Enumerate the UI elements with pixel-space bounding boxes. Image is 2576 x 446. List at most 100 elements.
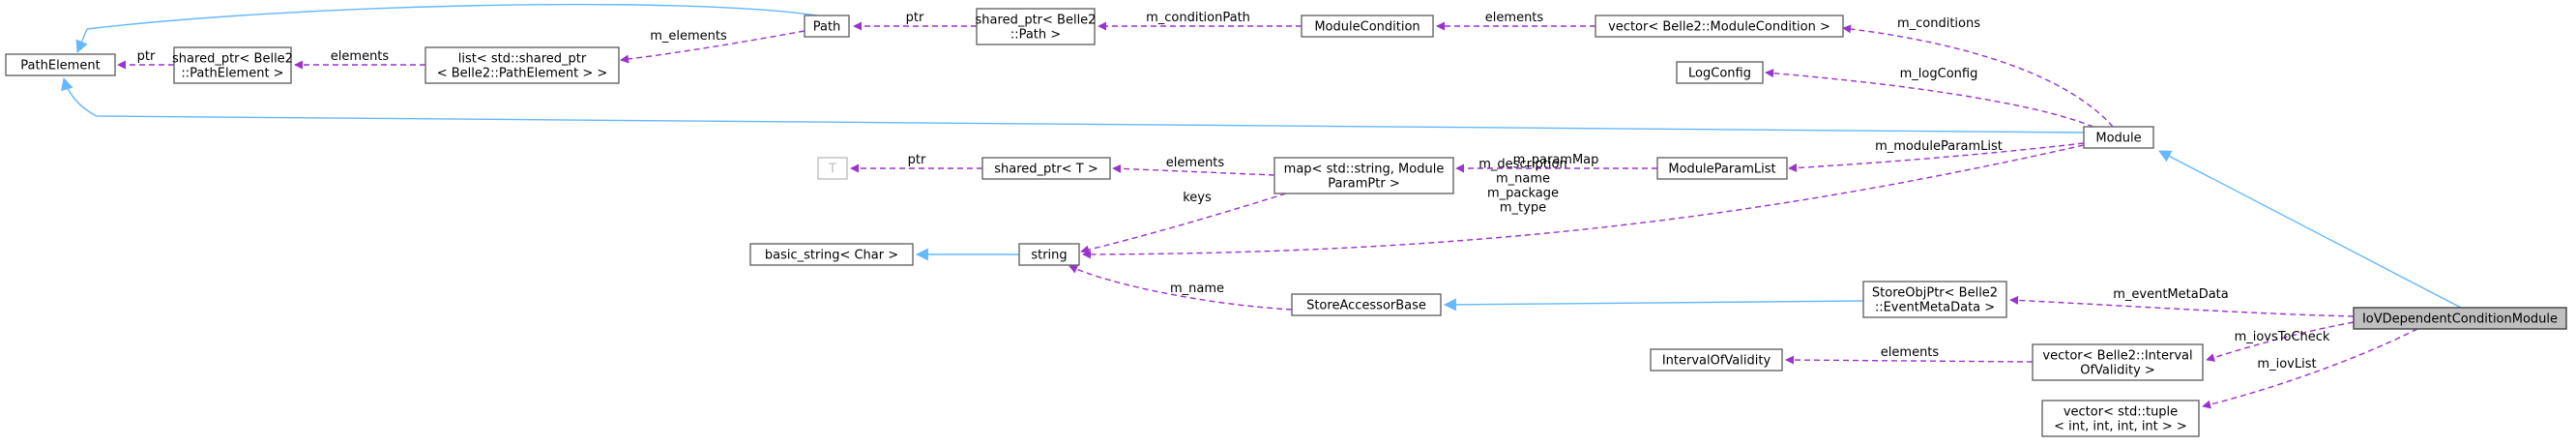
class-node-label-line: PathElement [20, 59, 100, 74]
class-node-box [1862, 281, 2007, 318]
class-node-label: basic_string< Char > [765, 249, 898, 263]
class-node-label-line: StoreObjPtr< Belle2 [1872, 286, 1998, 301]
usage-edge-elements-map [1112, 164, 1275, 176]
class-node-t[interactable]: T [817, 157, 848, 180]
class-node-box [1676, 61, 1764, 84]
edge-label-line: m_iovsToCheck [2235, 330, 2330, 344]
edge-label-m-elements: m_elements [650, 29, 727, 44]
edge-label-m-event-meta-data: m_eventMetaData [2113, 287, 2229, 302]
class-node-box [5, 53, 116, 76]
edge-label-line: m_iovList [2257, 357, 2316, 372]
class-node-module[interactable]: Module [2083, 126, 2154, 149]
usage-arrow [1765, 69, 2094, 128]
edge-label-line: ptr [137, 49, 156, 64]
class-node-shared-ptr-t[interactable]: shared_ptr< T > [981, 157, 1111, 180]
class-node-label: vector< std::tuple< int, int, int, int >… [2054, 405, 2187, 434]
class-node-label: shared_ptr< T > [994, 163, 1098, 177]
class-node-label: Path [813, 20, 841, 35]
usage-edge-m-module-param-list [1788, 142, 2085, 173]
edge-label-m-param-map: m_paramMap [1513, 153, 1599, 167]
usage-edge-elements-interval [1785, 355, 2034, 365]
class-node-box [804, 15, 850, 38]
inheritance-arrow [61, 76, 2085, 134]
class-node-label: shared_ptr< Belle2::Path > [976, 14, 1097, 43]
usage-edge-m-iov-list [2202, 328, 2418, 409]
class-node-vector-tuple[interactable]: vector< std::tuple< int, int, int, int >… [2041, 400, 2200, 437]
class-node-label: string [1031, 249, 1067, 263]
edge-label-line: m_moduleParamList [1875, 139, 2003, 154]
class-node-label: T [828, 163, 836, 177]
class-node-store-obj-ptr[interactable]: StoreObjPtr< Belle2::EventMetaData > [1862, 281, 2007, 318]
class-node-label: StoreObjPtr< Belle2::EventMetaData > [1872, 286, 1998, 315]
usage-arrow [1068, 265, 1293, 311]
edge-label-line: m_conditions [1897, 16, 1980, 31]
edge-label-ptr-t: ptr [908, 153, 926, 167]
class-node-path[interactable]: Path [804, 15, 850, 38]
class-node-module-condition[interactable]: ModuleCondition [1301, 15, 1434, 38]
class-node-label-line: < Belle2::PathElement > > [437, 67, 608, 81]
class-node-label: ModuleParamList [1668, 163, 1775, 177]
class-node-label-line: ::PathElement > [181, 67, 283, 81]
class-node-label-line: Module [2095, 132, 2141, 146]
class-node-box [2032, 343, 2204, 381]
class-node-box [1650, 348, 1783, 372]
edge-label-m-iovs-to-check: m_iovsToCheck [2235, 330, 2330, 344]
edge-label-line: ptr [906, 11, 924, 25]
inheritance-arrow [2158, 150, 2462, 309]
edge-label-line: m_paramMap [1513, 153, 1599, 167]
class-node-shared-ptr-pathelement[interactable]: shared_ptr< Belle2::PathElement > [172, 46, 293, 84]
edge-label-m-name: m_name [1170, 282, 1224, 296]
class-node-vector-module-condition[interactable]: vector< Belle2::ModuleCondition > [1595, 15, 1844, 38]
class-node-module-param-list[interactable]: ModuleParamList [1656, 157, 1788, 180]
usage-edge-keys [1080, 193, 1287, 254]
class-node-label: LogConfig [1688, 67, 1751, 81]
inherit-path-to-pathelement-edge [75, 3, 818, 53]
class-node-box [1018, 243, 1080, 266]
class-node-box [749, 243, 914, 266]
class-node-box [173, 46, 292, 84]
inherit-iovmodule-to-module-edge [2158, 150, 2462, 309]
class-node-box [2353, 307, 2567, 330]
class-node-label-line: IntervalOfValidity [1662, 354, 1771, 369]
edge-label-line: elements [331, 49, 390, 64]
usage-edge-m-name [1068, 265, 1293, 311]
class-node-shared-ptr-path[interactable]: shared_ptr< Belle2::Path > [976, 8, 1097, 45]
usage-arrow [1082, 144, 2085, 259]
usage-arrow [2202, 328, 2418, 409]
class-node-iov-module[interactable]: IoVDependentConditionModule [2353, 307, 2567, 330]
class-node-log-config[interactable]: LogConfig [1676, 61, 1764, 84]
class-node-label-line: T [828, 163, 836, 177]
edge-label-line: m_name [1496, 172, 1550, 187]
class-node-label-line: vector< std::tuple [2064, 405, 2178, 420]
class-node-label-line: ParamPtr > [1328, 177, 1400, 192]
edge-label-line: elements [1166, 156, 1225, 170]
class-node-basic-string[interactable]: basic_string< Char > [749, 243, 914, 266]
class-node-box [2041, 400, 2200, 437]
edge-label-elements-map: elements [1166, 156, 1225, 170]
class-node-box [1595, 15, 1844, 38]
class-node-box [1273, 157, 1454, 194]
usage-arrow [2206, 321, 2355, 362]
class-node-label-line: LogConfig [1688, 67, 1751, 81]
class-node-string[interactable]: string [1018, 243, 1080, 266]
class-node-store-accessor-base[interactable]: StoreAccessorBase [1291, 293, 1442, 316]
edge-label-line: keys [1183, 191, 1212, 205]
class-node-label: StoreAccessorBase [1306, 299, 1426, 313]
edge-label-m-condition-path: m_conditionPath [1146, 11, 1250, 25]
class-node-list-pathelement[interactable]: list< std::shared_ptr< Belle2::PathEleme… [424, 46, 620, 84]
class-node-label-line: IoVDependentConditionModule [2362, 312, 2558, 327]
usage-arrow [620, 30, 805, 64]
class-node-interval-of-validity[interactable]: IntervalOfValidity [1650, 348, 1783, 372]
class-node-label-line: OfValidity > [2080, 364, 2155, 378]
edge-label-line: m_logConfig [1900, 67, 1978, 81]
class-node-label-line: ::Path > [1010, 28, 1061, 43]
class-node-label: list< std::shared_ptr< Belle2::PathEleme… [437, 52, 608, 81]
class-node-label: PathElement [20, 59, 100, 74]
class-node-path-element[interactable]: PathElement [5, 53, 116, 76]
edge-label-line: m_conditionPath [1146, 11, 1250, 25]
